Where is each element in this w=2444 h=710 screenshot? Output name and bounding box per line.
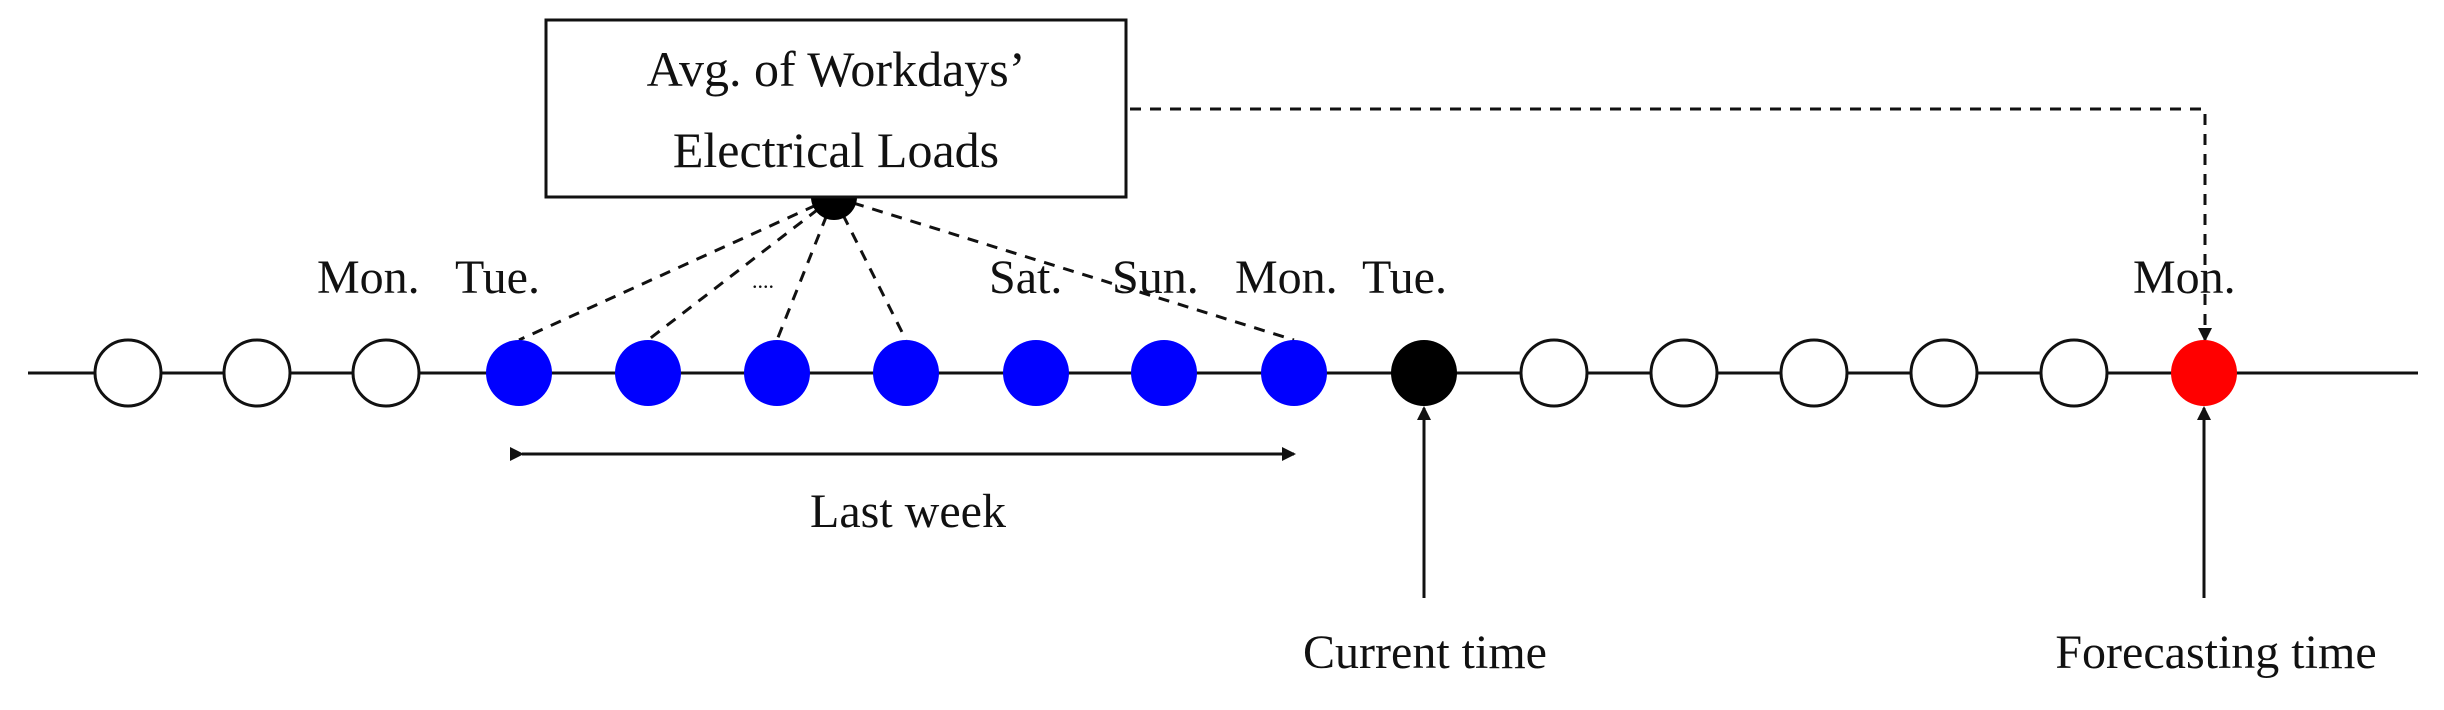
last-week-label: Last week: [810, 485, 1006, 538]
average-connector-line-1: [518, 195, 835, 342]
label-tue-1: Tue.: [455, 251, 540, 304]
timeline-node-4-last-week: [486, 340, 552, 406]
timeline-node-13-hollow: [1649, 338, 1719, 408]
timeline-node-5-last-week: [615, 340, 681, 406]
average-box-line-2: Electrical Loads: [673, 122, 999, 178]
current-time-label: Current time: [1303, 626, 1547, 679]
timeline-node-16-hollow: [2039, 338, 2109, 408]
timeline-node-9-last-week: [1131, 340, 1197, 406]
average-connector-lines: [518, 195, 1295, 342]
timeline-node-2-hollow: [222, 338, 292, 408]
label-dots: ....: [752, 268, 774, 293]
timeline-node-15-hollow: [1909, 338, 1979, 408]
timeline-node-3-hollow: [351, 338, 421, 408]
box-to-forecast-dashed-path: [1130, 107, 2212, 342]
average-connector-line-4: [832, 196, 908, 341]
timeline-node-10-last-week: [1261, 340, 1327, 406]
timeline-nodes: [93, 338, 2237, 408]
average-connector-line-5: [833, 195, 1295, 342]
timeline-node-6-last-week: [744, 340, 810, 406]
average-connector-line-3: [775, 196, 836, 341]
timeline-node-14-hollow: [1779, 338, 1849, 408]
timeline-node-8-last-week: [1003, 340, 1069, 406]
label-mon-2: Mon.: [1235, 251, 1338, 304]
timeline-node-12-hollow: [1519, 338, 1589, 408]
label-sun: Sun.: [1112, 251, 1199, 304]
timeline-node-7-last-week: [873, 340, 939, 406]
label-mon-3: Mon.: [2133, 251, 2236, 304]
label-sat: Sat.: [989, 251, 1062, 304]
label-mon-1: Mon.: [317, 251, 420, 304]
forecast-time-label: Forecasting time: [2055, 626, 2376, 679]
average-connector-line-2: [647, 195, 835, 342]
timeline-node-17-forecast: [2171, 340, 2237, 406]
timeline-node-1-hollow: [93, 338, 163, 408]
average-box: [544, 18, 1128, 199]
label-tue-2: Tue.: [1362, 251, 1447, 304]
timeline-node-11-current: [1391, 340, 1457, 406]
average-box-line-1: Avg. of Workdays’: [647, 41, 1026, 97]
